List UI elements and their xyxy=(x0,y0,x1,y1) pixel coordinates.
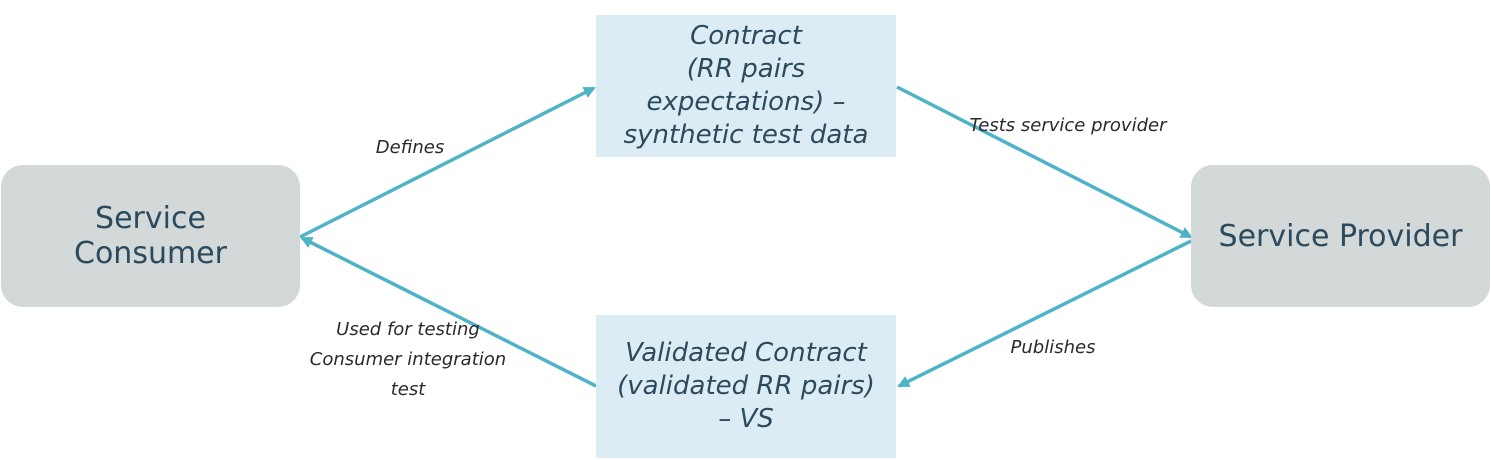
arrow-publishes xyxy=(897,239,1192,388)
service-provider-label: Service Provider xyxy=(1218,218,1463,254)
edge-label-tests-service-provider: Tests service provider xyxy=(969,115,1167,136)
service-consumer-label: Service Consumer xyxy=(74,201,227,271)
arrow-tests-service-provider xyxy=(896,85,1193,239)
validated-contract-label: Validated Contract (validated RR pairs) … xyxy=(617,338,875,434)
edge-label-publishes: Publishes xyxy=(1010,337,1096,358)
arrow-defines xyxy=(299,86,596,239)
edge-label-used-for-testing: Used for testing Consumer integration te… xyxy=(309,319,507,400)
service-consumer-node: Service Consumer xyxy=(1,165,300,307)
edge-label-defines: Defines xyxy=(375,137,445,158)
contract-label: Contract (RR pairs expectations) – synth… xyxy=(623,21,869,150)
service-provider-node: Service Provider xyxy=(1191,165,1490,307)
arrow-used-for-testing xyxy=(300,236,597,388)
contract-node: Contract (RR pairs expectations) – synth… xyxy=(596,15,896,157)
validated-contract-node: Validated Contract (validated RR pairs) … xyxy=(596,315,896,458)
